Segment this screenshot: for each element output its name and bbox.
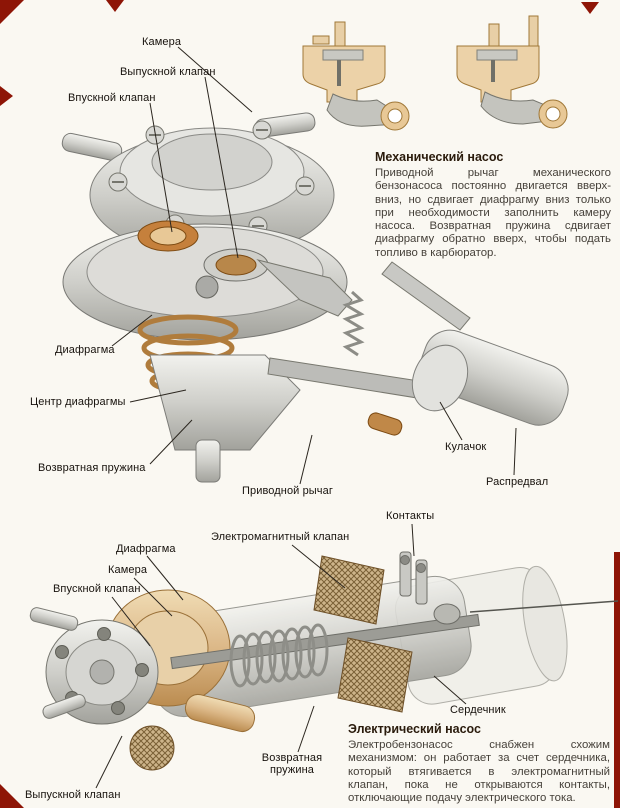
arm-spring xyxy=(342,290,365,357)
contacts-part xyxy=(399,551,428,605)
electrical-pump-description: Электрический насос Электробензонасос сн… xyxy=(348,722,610,805)
outlet-valve-part xyxy=(215,254,257,276)
label-return-spring: Возвратная пружина xyxy=(38,462,146,474)
label-contacts: Контакты xyxy=(386,510,435,522)
label-outlet-valve: Выпускной клапан xyxy=(120,66,216,78)
label-inlet-valve-2: Впускной клапан xyxy=(53,583,141,595)
label-diaphragm: Диафрагма xyxy=(55,344,115,356)
label-diaphragm-center: Центр диафрагмы xyxy=(30,396,126,408)
cam-lobe-part xyxy=(411,344,469,412)
label-camera: Камера xyxy=(142,36,182,48)
solenoid-winding-upper xyxy=(313,555,385,625)
mechanical-paragraph: Приводной рычаг механического бензонасос… xyxy=(375,167,611,259)
electrical-pump-illustration xyxy=(29,551,619,771)
label-solenoid-valve: Электромагнитный клапан xyxy=(211,531,350,543)
solenoid-winding-lower xyxy=(337,637,413,713)
label-inlet-valve: Впускной клапан xyxy=(68,92,156,104)
mechanical-pump-description: Механический насос Приводной рычаг механ… xyxy=(375,150,611,260)
label-return-spring-2: Возвратная пружина xyxy=(261,752,323,776)
label-camera-2: Камера xyxy=(108,564,148,576)
wheel-holes xyxy=(55,627,149,715)
electrical-return-spring-part xyxy=(229,623,329,688)
label-camshaft: Распредвал xyxy=(486,476,549,488)
label-drive-lever: Приводной рычаг xyxy=(242,485,333,497)
label-cam: Кулачок xyxy=(445,441,487,453)
inset-mechanical-diagram-1 xyxy=(302,21,410,131)
inset-mechanical-diagram-2 xyxy=(456,15,568,129)
label-core: Сердечник xyxy=(450,704,506,716)
diaphragm-center-bolt xyxy=(195,275,219,299)
electrical-paragraph: Электробензонасос снабжен схожим механиз… xyxy=(348,739,610,805)
electrical-outlet-valve-part xyxy=(129,725,175,771)
mechanical-heading: Механический насос xyxy=(375,150,504,164)
label-diaphragm-2: Диафрагма xyxy=(116,543,176,555)
mechanical-pump-illustration xyxy=(61,112,569,483)
leader-lines xyxy=(95,46,517,789)
electrical-heading: Электрический насос xyxy=(348,722,481,736)
label-outlet-valve-2: Выпускной клапан xyxy=(25,789,121,801)
